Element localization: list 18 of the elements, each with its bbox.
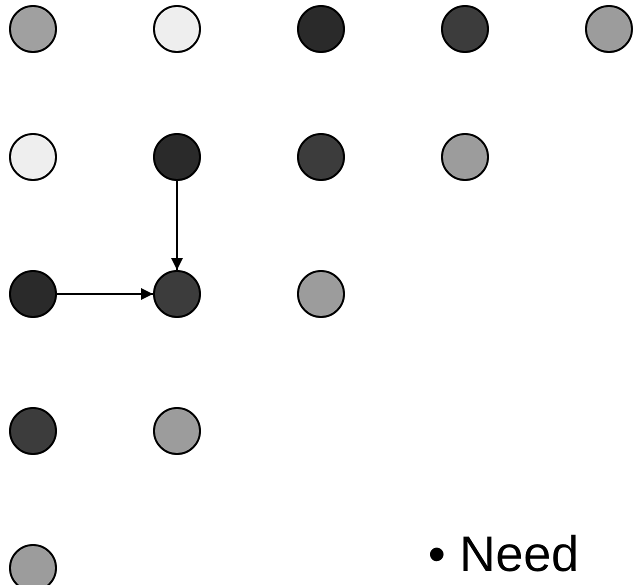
circle-node xyxy=(9,5,57,53)
circle-node xyxy=(9,544,57,585)
circle-node xyxy=(153,270,201,318)
bullet-text: • Need xyxy=(428,526,579,582)
arrow xyxy=(57,288,153,300)
circle-node xyxy=(153,133,201,181)
circle-node xyxy=(297,5,345,53)
circle-node xyxy=(297,133,345,181)
circle-node xyxy=(441,133,489,181)
circle-node xyxy=(9,133,57,181)
circle-node xyxy=(9,407,57,455)
circle-node xyxy=(153,5,201,53)
arrow xyxy=(171,181,183,270)
circle-node xyxy=(9,270,57,318)
circle-node xyxy=(153,407,201,455)
circle-node xyxy=(441,5,489,53)
circle-node xyxy=(585,5,633,53)
circle-node xyxy=(297,270,345,318)
